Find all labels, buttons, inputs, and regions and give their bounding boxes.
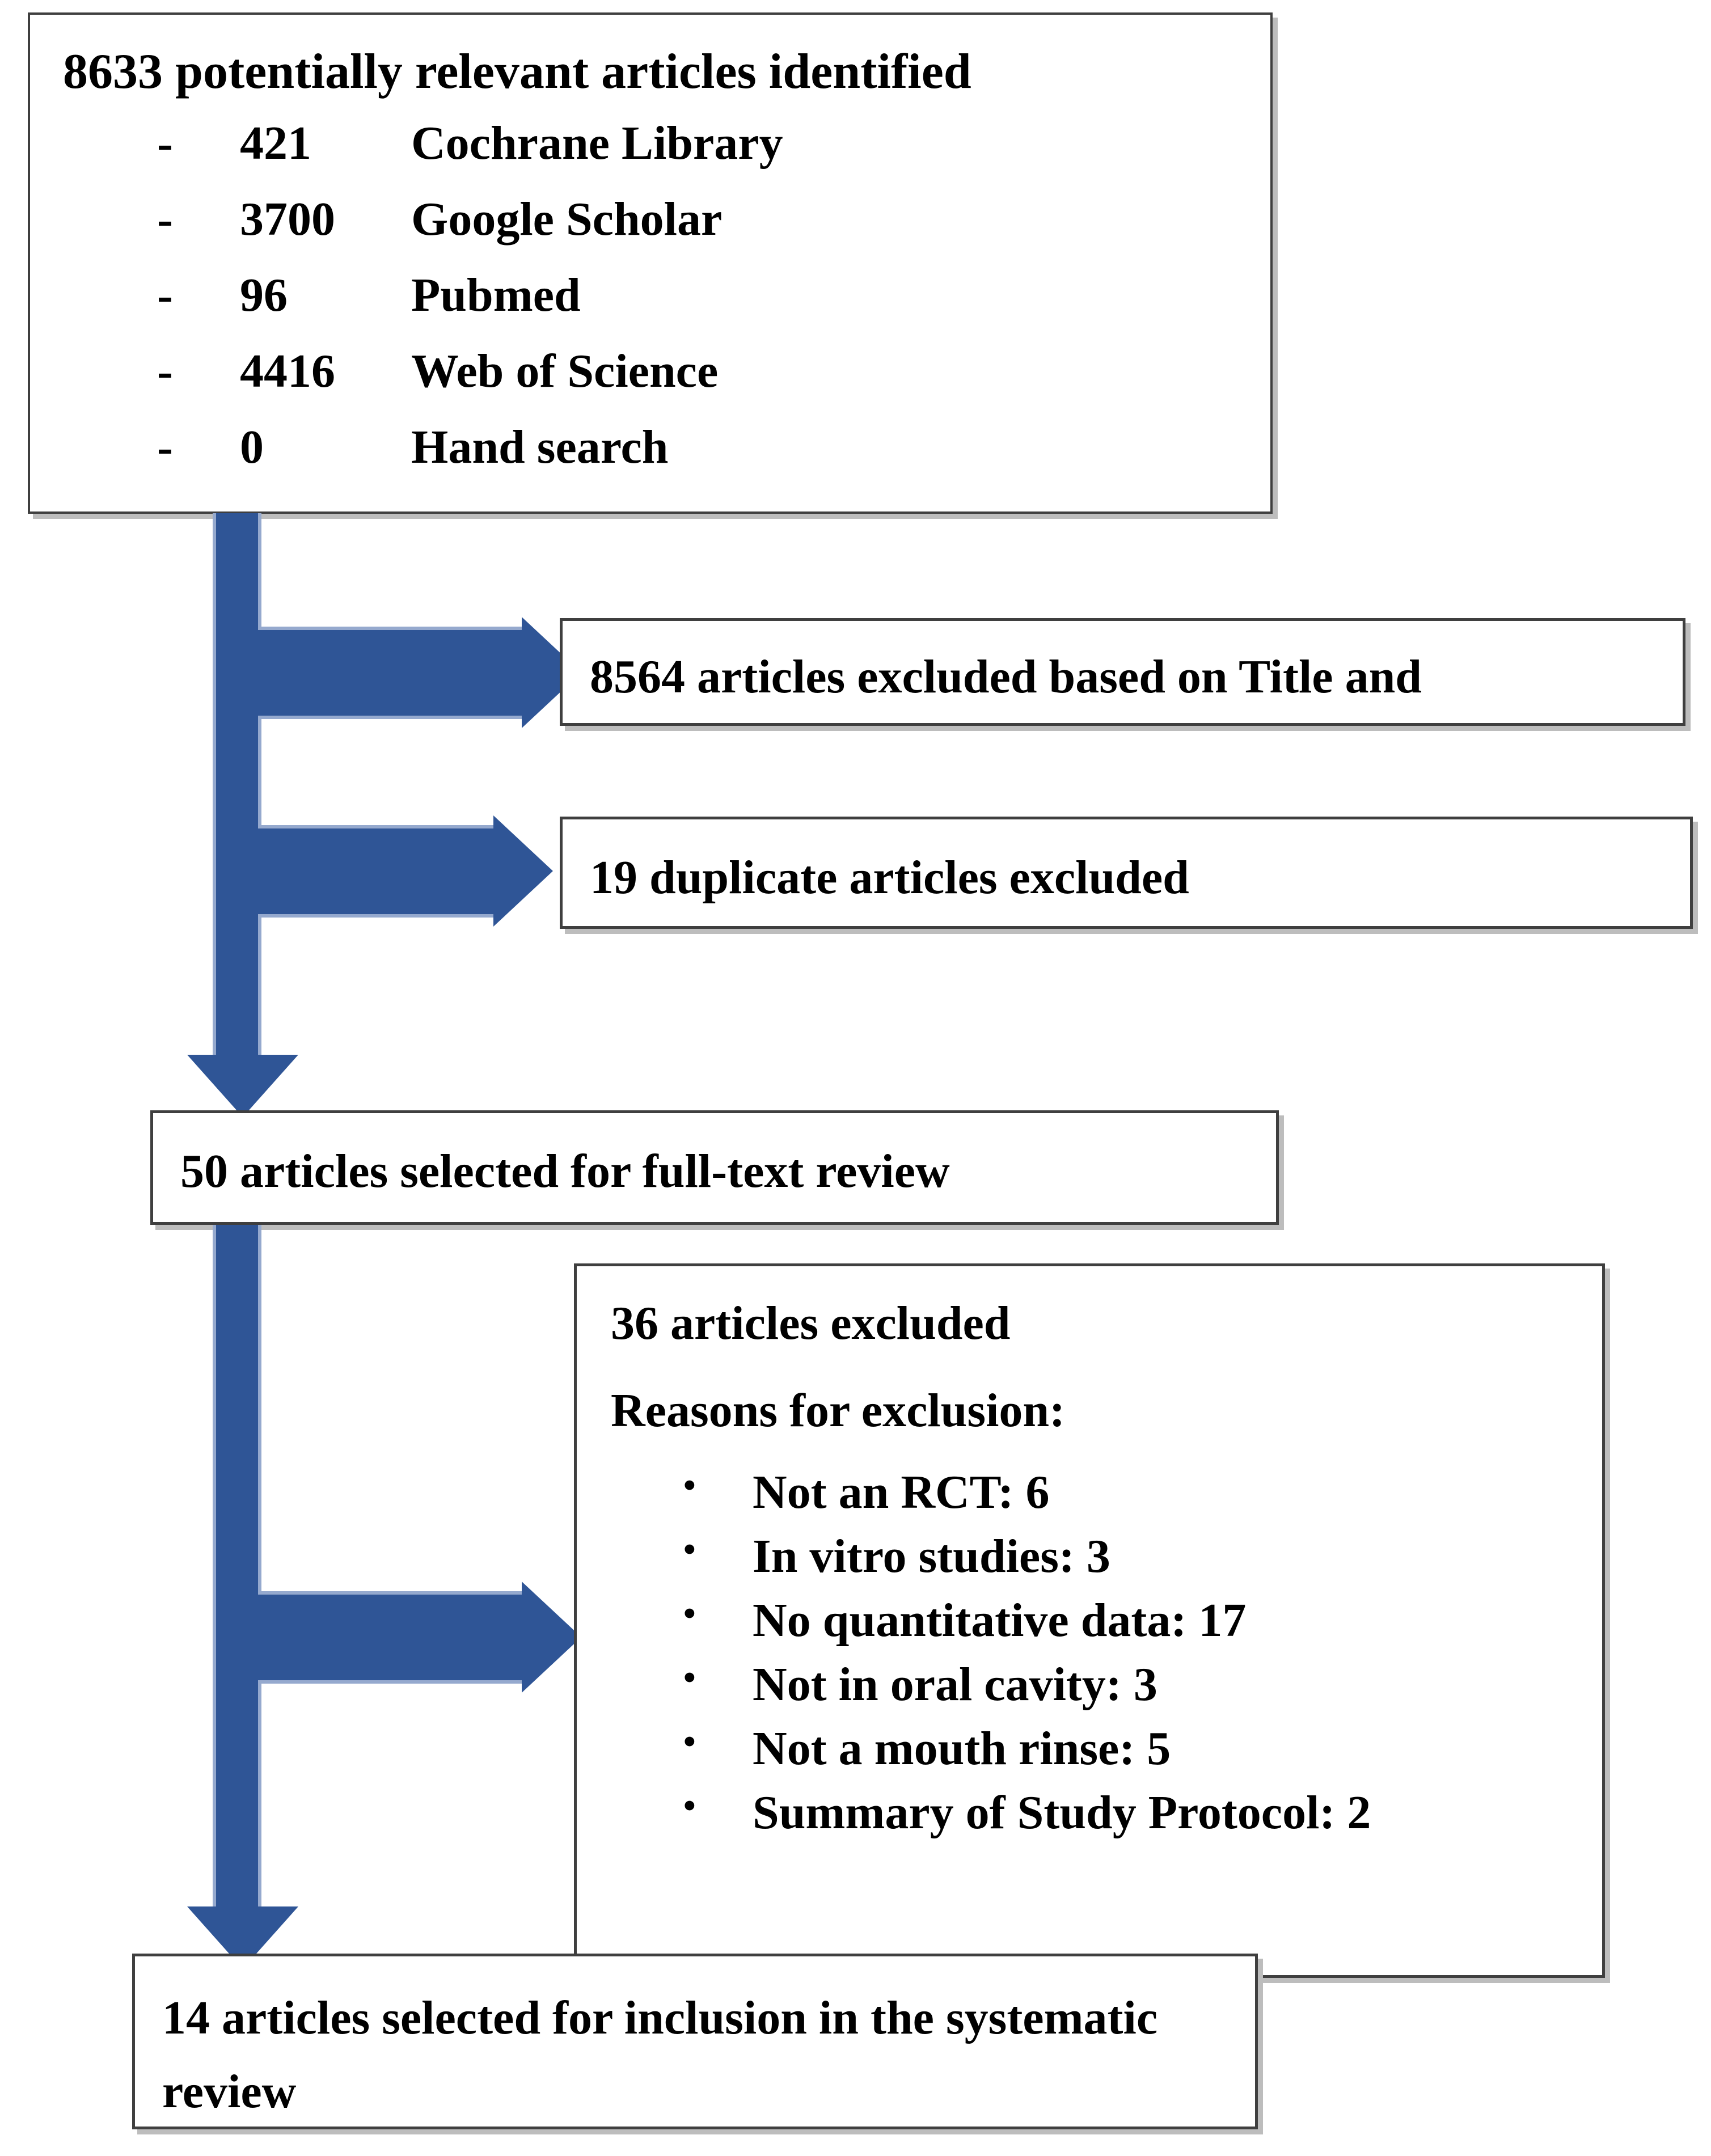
excluded-title-abstract-text: 8564 articles excluded based on Title an… [590, 650, 1422, 703]
list-dash: - [157, 345, 173, 398]
list-item: - 96 Pubmed [30, 268, 1270, 344]
list-item: • Not an RCT: 6 [577, 1465, 1602, 1529]
source-name: Pubmed [411, 269, 581, 322]
connector-stem-screening [213, 513, 261, 1076]
exclusion-reason-label: In vitro studies: 3 [753, 1530, 1110, 1583]
bullet-icon: • [683, 1723, 696, 1761]
sources-list: - 421 Cochrane Library - 3700 Google Sch… [30, 116, 1270, 496]
source-count: 3700 [240, 193, 335, 246]
excluded-title-abstract-box: 8564 articles excluded based on Title an… [560, 618, 1685, 726]
source-count: 96 [240, 269, 288, 322]
connector-bar-fulltext-exclusions [258, 1591, 525, 1684]
source-name: Google Scholar [411, 193, 723, 246]
arrowhead-right-icon [493, 815, 553, 927]
source-count: 0 [240, 421, 264, 474]
connector-stem-eligibility [213, 1225, 261, 1928]
bullet-icon: • [683, 1659, 696, 1697]
fulltext-review-box: 50 articles selected for full-text revie… [150, 1110, 1279, 1225]
bullet-icon: • [683, 1595, 696, 1633]
list-item: - 3700 Google Scholar [30, 192, 1270, 268]
included-articles-box: 14 articles selected for inclusion in th… [132, 1954, 1258, 2129]
connector-bar-duplicate-exclusions [258, 825, 496, 918]
list-item: • No quantitative data: 17 [577, 1593, 1602, 1657]
arrowhead-down-icon [187, 1055, 298, 1117]
exclusion-reason-label: Not an RCT: 6 [753, 1466, 1050, 1519]
list-dash: - [157, 193, 173, 246]
source-name: Hand search [411, 421, 669, 474]
fulltext-review-text: 50 articles selected for full-text revie… [180, 1145, 950, 1198]
identified-sources-headline: 8633 potentially relevant articles ident… [63, 44, 971, 99]
source-name: Cochrane Library [411, 117, 783, 170]
source-count: 4416 [240, 345, 335, 398]
excluded-count-heading: 36 articles excluded [611, 1297, 1011, 1350]
list-item: - 0 Hand search [30, 420, 1270, 496]
bullet-icon: • [683, 1531, 696, 1569]
exclusion-reasons-subheading: Reasons for exclusion: [611, 1384, 1066, 1437]
exclusion-reason-label: Not a mouth rinse: 5 [753, 1722, 1171, 1775]
connector-bar-title-exclusions [258, 627, 525, 719]
excluded-duplicates-box: 19 duplicate articles excluded [560, 817, 1693, 929]
exclusion-reason-label: No quantitative data: 17 [753, 1594, 1247, 1647]
identified-sources-box: 8633 potentially relevant articles ident… [28, 12, 1273, 514]
list-item: • Summary of Study Protocol: 2 [577, 1785, 1602, 1849]
source-count: 421 [240, 117, 311, 170]
list-item: • Not a mouth rinse: 5 [577, 1721, 1602, 1785]
excluded-reasons-box: 36 articles excluded Reasons for exclusi… [574, 1263, 1605, 1978]
exclusion-reason-label: Summary of Study Protocol: 2 [753, 1786, 1371, 1839]
list-item: • Not in oral cavity: 3 [577, 1657, 1602, 1721]
included-articles-text: 14 articles selected for inclusion in th… [162, 1992, 1158, 2119]
exclusion-reasons-list: • Not an RCT: 6 • In vitro studies: 3 • … [577, 1465, 1602, 1849]
list-item: - 4416 Web of Science [30, 344, 1270, 420]
list-item: - 421 Cochrane Library [30, 116, 1270, 192]
exclusion-reason-label: Not in oral cavity: 3 [753, 1658, 1157, 1711]
list-item: • In vitro studies: 3 [577, 1529, 1602, 1593]
bullet-icon: • [683, 1466, 696, 1505]
list-dash: - [157, 421, 173, 474]
list-dash: - [157, 117, 173, 170]
excluded-duplicates-text: 19 duplicate articles excluded [590, 851, 1189, 904]
bullet-icon: • [683, 1787, 696, 1825]
source-name: Web of Science [411, 345, 719, 398]
arrowhead-right-icon [522, 1582, 581, 1693]
list-dash: - [157, 269, 173, 322]
